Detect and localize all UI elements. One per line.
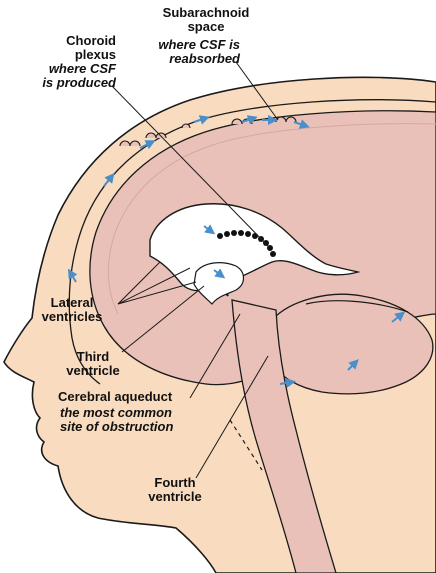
third-line1: Third — [58, 350, 128, 364]
subarachnoid-line3: where CSF is — [140, 38, 240, 52]
choroid-line2: plexus — [30, 48, 116, 62]
lateral-line1: Lateral — [32, 296, 112, 310]
third-line2: ventricle — [58, 364, 128, 378]
lateral-line2: ventricles — [32, 310, 112, 324]
subarachnoid-label: Subarachnoid space — [146, 6, 266, 34]
aqueduct-line3: site of obstruction — [60, 420, 173, 434]
choroid-line1: Choroid — [30, 34, 116, 48]
aqueduct-label: Cerebral aqueduct — [58, 390, 172, 404]
choroid-note: where CSF is produced — [20, 62, 116, 90]
choroid-label: Choroid plexus — [30, 34, 116, 62]
choroid-line4: is produced — [20, 76, 116, 90]
aqueduct-note: the most common site of obstruction — [60, 406, 173, 434]
fourth-line2: ventricle — [140, 490, 210, 504]
fourth-label: Fourth ventricle — [140, 476, 210, 504]
subarachnoid-note: where CSF is reabsorbed — [140, 38, 240, 66]
aqueduct-line1: Cerebral aqueduct — [58, 390, 172, 404]
fourth-line1: Fourth — [140, 476, 210, 490]
lateral-label: Lateral ventricles — [32, 296, 112, 324]
subarachnoid-line1: Subarachnoid — [146, 6, 266, 20]
choroid-line3: where CSF — [20, 62, 116, 76]
subarachnoid-line4: reabsorbed — [140, 52, 240, 66]
subarachnoid-line2: space — [146, 20, 266, 34]
aqueduct-line2: the most common — [60, 406, 173, 420]
third-label: Third ventricle — [58, 350, 128, 378]
